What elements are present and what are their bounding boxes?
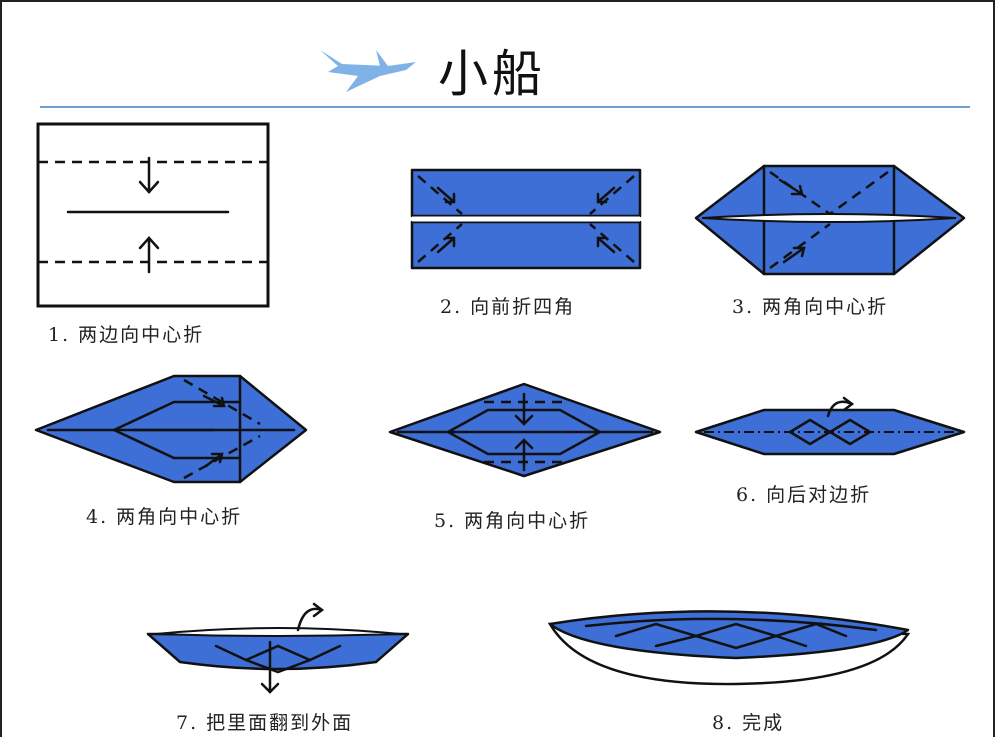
step-5-caption: 5. 两角向中心折 [434, 510, 591, 532]
step-7-diagram [146, 602, 410, 694]
step-1-caption: 1. 两边向中心折 [48, 324, 205, 346]
step-4-caption: 4. 两角向中心折 [86, 506, 243, 528]
step-1-diagram [36, 122, 270, 308]
step-3-caption: 3. 两角向中心折 [732, 296, 889, 318]
step-2-diagram [410, 168, 642, 270]
step-8-diagram [547, 610, 911, 686]
step-6-caption: 6. 向后对边折 [736, 484, 872, 506]
airplane-icon [320, 50, 416, 92]
step-2-caption: 2. 向前折四角 [440, 296, 576, 318]
step-7-caption: 7. 把里面翻到外面 [176, 712, 354, 734]
page-title: 小船 [438, 45, 546, 103]
title-divider [40, 106, 970, 108]
step-4-diagram [34, 374, 308, 484]
step-6-diagram [694, 396, 966, 456]
step-8-caption: 8. 完成 [712, 712, 785, 734]
step-5-diagram [388, 382, 662, 478]
step-3-diagram [694, 164, 966, 276]
